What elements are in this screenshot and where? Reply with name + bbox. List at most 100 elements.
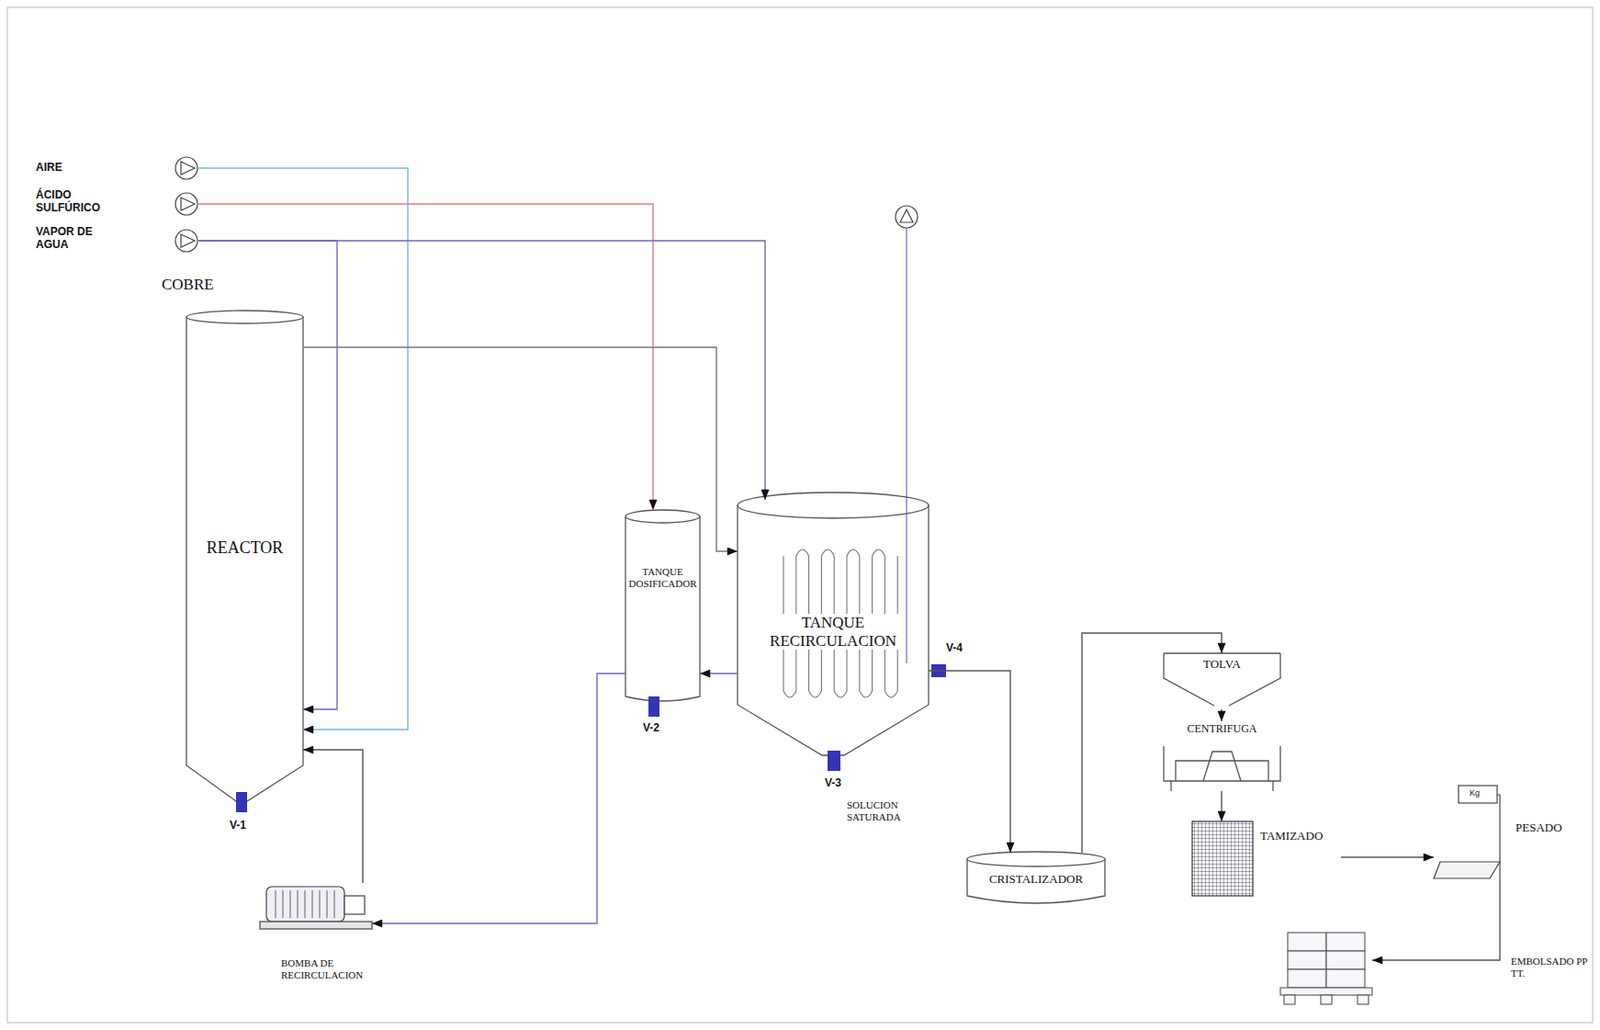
reactor-vessel: COBREREACTOR bbox=[186, 266, 304, 801]
recirculation-tank bbox=[737, 492, 929, 755]
reactor-vessel bbox=[186, 310, 304, 801]
flow-line bbox=[1340, 856, 1434, 857]
vessel-outline bbox=[625, 516, 700, 701]
node-label: TOLVA bbox=[1163, 657, 1281, 672]
pump-symbol bbox=[180, 234, 195, 248]
centrifuge: CENTRIFUGA bbox=[1163, 721, 1281, 791]
node-label: PESADO bbox=[1515, 821, 1582, 835]
vent-line bbox=[905, 227, 907, 664]
valve-tag: V-2 bbox=[642, 721, 680, 735]
vessel-outline bbox=[967, 858, 1105, 903]
recirculation-tank: TANQUE RECIRCULACION bbox=[737, 499, 929, 755]
bag-box bbox=[1287, 950, 1327, 970]
pallet-deck bbox=[1280, 987, 1373, 995]
scale-platform bbox=[1433, 861, 1500, 879]
scale-display bbox=[1458, 785, 1498, 803]
flow-line bbox=[1220, 709, 1222, 722]
motor-fins bbox=[275, 890, 335, 918]
bag-box bbox=[1326, 932, 1365, 951]
bag-box bbox=[1326, 969, 1365, 988]
sieve-mesh bbox=[1192, 821, 1253, 896]
valve-symbol bbox=[236, 791, 248, 812]
pallet-stack bbox=[1280, 932, 1373, 1004]
hopper: TOLVA bbox=[1163, 653, 1281, 710]
valve-symbol bbox=[648, 696, 660, 717]
node-label: VAPOR DE AGUA bbox=[35, 225, 115, 252]
flow-line bbox=[303, 749, 363, 883]
pallet-foot bbox=[1320, 994, 1332, 1004]
node-label: CRISTALIZADOR bbox=[967, 872, 1105, 887]
motor-body bbox=[266, 886, 345, 922]
flow-line bbox=[699, 672, 738, 674]
bag-box bbox=[1326, 950, 1365, 970]
valve-tag: V-1 bbox=[229, 819, 267, 833]
pump-symbol bbox=[175, 192, 198, 215]
bag-box bbox=[1287, 969, 1327, 988]
node-label: BOMBA DE RECIRCULACION bbox=[281, 957, 383, 981]
pump-symbol bbox=[900, 209, 913, 223]
node-label: CENTRIFUGA bbox=[1163, 722, 1281, 736]
node-label: AIRE bbox=[35, 161, 119, 175]
flow-line bbox=[928, 670, 1011, 853]
node-label: ÁCIDO SULFÚRICO bbox=[35, 189, 115, 215]
flow-line bbox=[1081, 632, 1222, 853]
page-frame bbox=[7, 7, 1593, 1023]
hopper-outline bbox=[1163, 653, 1281, 706]
dosing-tank bbox=[625, 509, 700, 701]
pallet-foot bbox=[1357, 994, 1369, 1004]
pump-head bbox=[344, 895, 365, 914]
pump-symbol bbox=[175, 229, 198, 252]
vessel-top bbox=[625, 509, 700, 523]
node-label: TAMIZADO bbox=[1260, 829, 1340, 844]
pump-symbol bbox=[175, 157, 198, 180]
node-label: TANQUE RECIRCULACION bbox=[764, 613, 902, 650]
centrifuge-legs bbox=[1171, 780, 1274, 791]
pump-symbol bbox=[895, 205, 918, 228]
node-label: REACTOR bbox=[186, 538, 304, 558]
crystallizer: CRISTALIZADOR bbox=[967, 852, 1105, 903]
flow-line bbox=[198, 240, 766, 500]
scale: PESADO bbox=[1433, 780, 1585, 883]
node-label: EMBOLSADO PP TT. bbox=[1510, 955, 1589, 979]
centrifuge-basin bbox=[1163, 745, 1281, 781]
scale-symbol bbox=[1433, 785, 1500, 883]
centrifuge-rotor bbox=[1203, 751, 1241, 781]
feed-source: ÁCIDO SULFÚRICO bbox=[33, 186, 199, 224]
flow-line bbox=[198, 240, 338, 710]
flow-line bbox=[1220, 790, 1222, 822]
sieve: TAMIZADO bbox=[1192, 821, 1341, 896]
flow-line bbox=[371, 673, 626, 924]
feed-source: VAPOR DE AGUA bbox=[33, 223, 199, 260]
pallet-foot bbox=[1284, 994, 1296, 1004]
valve-symbol bbox=[827, 750, 841, 771]
valve-tag: V-3 bbox=[824, 777, 862, 790]
recirculation-pump: BOMBA DE RECIRCULACION bbox=[259, 882, 372, 929]
dosing-tank: TANQUE DOSIFICADOR bbox=[625, 509, 700, 705]
scale-post bbox=[1497, 794, 1500, 883]
vessel-top bbox=[967, 851, 1105, 867]
stream-note: SOLUCION SATURADA bbox=[846, 799, 935, 823]
bag-box bbox=[1287, 932, 1327, 951]
centrifuge-basin bbox=[1175, 760, 1269, 781]
motor-base bbox=[259, 921, 372, 929]
vessel-top bbox=[186, 310, 304, 324]
flow-line bbox=[198, 168, 408, 730]
flow-line bbox=[1372, 882, 1500, 960]
centrifuge-symbol bbox=[1163, 745, 1281, 791]
valve-tag: V-4 bbox=[946, 642, 983, 655]
vessel-outline bbox=[737, 505, 929, 755]
bagging-pallet: EMBOLSADO PP TT. bbox=[1280, 928, 1373, 1005]
crystallizer bbox=[967, 851, 1105, 903]
vessel-top bbox=[737, 492, 929, 519]
pump-symbol bbox=[180, 161, 195, 175]
node-label: TANQUE DOSIFICADOR bbox=[625, 565, 700, 589]
pump-motor bbox=[259, 886, 372, 929]
flow-line bbox=[198, 203, 654, 510]
node-label: COBRE bbox=[161, 275, 226, 294]
flow-line bbox=[303, 347, 738, 552]
feed-source: AIRE bbox=[33, 158, 199, 178]
pump-symbol bbox=[180, 197, 195, 211]
vessel-outline bbox=[186, 316, 304, 801]
